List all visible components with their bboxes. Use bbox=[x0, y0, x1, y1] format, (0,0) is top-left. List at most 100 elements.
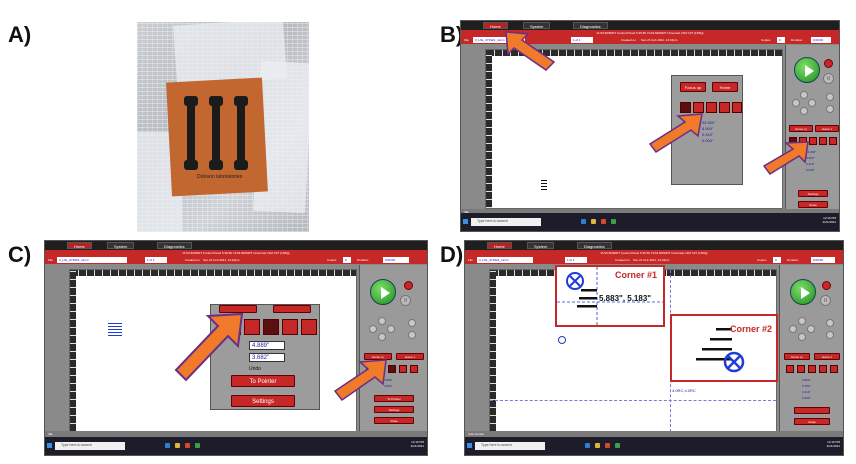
undo-checkbox[interactable]: Undo bbox=[249, 366, 261, 372]
zoom-icon[interactable] bbox=[680, 102, 691, 113]
windows-start-icon[interactable] bbox=[467, 443, 472, 448]
file-name-field[interactable]: 3_LSL_071921_mmm bbox=[57, 257, 127, 263]
tab-home[interactable]: Home bbox=[483, 22, 508, 29]
grid-icon[interactable] bbox=[410, 365, 418, 373]
file-name-field[interactable]: 3_LSL_071921_mmm bbox=[477, 257, 533, 263]
home-button[interactable]: Home bbox=[712, 82, 738, 92]
chrome-icon[interactable] bbox=[615, 443, 620, 448]
close-button[interactable]: Close bbox=[794, 418, 830, 425]
chrome-icon[interactable] bbox=[611, 219, 616, 224]
chrome-icon[interactable] bbox=[195, 443, 200, 448]
jog-right-button[interactable] bbox=[387, 325, 395, 333]
grid-icon[interactable] bbox=[830, 365, 838, 373]
tab-home[interactable]: Home bbox=[67, 242, 92, 249]
copies-field[interactable]: 0 bbox=[343, 257, 351, 263]
home-xy-button[interactable]: Home xy bbox=[364, 353, 392, 360]
explorer-icon[interactable] bbox=[175, 443, 180, 448]
edge-icon[interactable] bbox=[585, 443, 590, 448]
pointer-icon[interactable] bbox=[244, 319, 260, 335]
stop-button[interactable] bbox=[404, 281, 413, 290]
home-z-button[interactable]: Home z bbox=[396, 353, 424, 360]
close-button[interactable]: Close bbox=[374, 417, 414, 424]
settings-button[interactable]: Settings bbox=[231, 395, 295, 407]
tab-diagnostics[interactable]: Diagnostics bbox=[577, 242, 612, 249]
pause-button[interactable]: II bbox=[823, 73, 834, 84]
close-button[interactable]: Close bbox=[798, 201, 828, 208]
grid-icon[interactable] bbox=[829, 137, 837, 145]
focus-up-jog-button[interactable] bbox=[826, 93, 834, 101]
to-pointer-button[interactable]: To Pointer bbox=[231, 375, 295, 387]
pointer-icon[interactable] bbox=[797, 365, 805, 373]
start-button[interactable] bbox=[370, 279, 396, 305]
focus-up-jog-button[interactable] bbox=[408, 319, 416, 327]
origin-icon[interactable] bbox=[819, 365, 827, 373]
jog-down-button[interactable] bbox=[800, 107, 808, 115]
home-xy-button[interactable]: Home xy bbox=[789, 125, 813, 132]
copies-field[interactable]: 0 bbox=[777, 37, 785, 43]
jog-right-button[interactable] bbox=[807, 325, 815, 333]
copies-field[interactable]: 0 bbox=[773, 257, 781, 263]
tab-diagnostics[interactable]: Diagnostics bbox=[573, 22, 608, 29]
pause-button[interactable]: II bbox=[400, 295, 411, 306]
origin-icon[interactable] bbox=[819, 137, 827, 145]
jog-up-button[interactable] bbox=[378, 317, 386, 325]
app-icon[interactable] bbox=[605, 443, 610, 448]
pointer-icon[interactable] bbox=[693, 102, 704, 113]
home-z-button[interactable]: Home z bbox=[814, 353, 840, 360]
stop-button[interactable] bbox=[824, 59, 833, 68]
home-z-button[interactable]: Home z bbox=[815, 125, 839, 132]
page-field[interactable]: 1 of 1 bbox=[145, 257, 167, 263]
focus-down-jog-button[interactable] bbox=[826, 105, 834, 113]
grid-icon[interactable] bbox=[732, 102, 742, 113]
settings-button[interactable]: Settings bbox=[374, 406, 414, 413]
focus-down-jog-button[interactable] bbox=[408, 331, 416, 339]
move-icon[interactable] bbox=[809, 137, 817, 145]
taskbar-search[interactable]: Type here to search bbox=[471, 218, 541, 226]
start-button[interactable] bbox=[794, 57, 820, 83]
jog-left-button[interactable] bbox=[369, 325, 377, 333]
edge-icon[interactable] bbox=[581, 219, 586, 224]
taskbar-search[interactable]: Type here to search bbox=[475, 442, 545, 450]
jog-up-button[interactable] bbox=[800, 91, 808, 99]
job-canvas[interactable]: 4.889" 3.682" Undo To Pointer Settings bbox=[69, 269, 357, 433]
focus-up-button[interactable]: Focus up bbox=[680, 82, 706, 92]
app-icon[interactable] bbox=[185, 443, 190, 448]
explorer-icon[interactable] bbox=[595, 443, 600, 448]
home-button[interactable] bbox=[273, 305, 311, 313]
jog-down-button[interactable] bbox=[798, 333, 806, 341]
move-icon[interactable] bbox=[808, 365, 816, 373]
origin-icon[interactable] bbox=[282, 319, 298, 335]
go-button[interactable] bbox=[794, 407, 830, 414]
tab-system[interactable]: System bbox=[107, 242, 135, 249]
tab-system[interactable]: System bbox=[523, 22, 551, 29]
home-xy-button[interactable]: Home xy bbox=[784, 353, 810, 360]
settings-button[interactable]: Settings bbox=[798, 190, 828, 197]
start-button[interactable] bbox=[790, 279, 816, 305]
origin-icon[interactable] bbox=[399, 365, 407, 373]
to-pointer-button[interactable]: To Pointer bbox=[374, 395, 414, 402]
move-icon[interactable] bbox=[388, 365, 396, 373]
explorer-icon[interactable] bbox=[591, 219, 596, 224]
focus-up-jog-button[interactable] bbox=[826, 319, 834, 327]
page-field[interactable]: 1 of 1 bbox=[571, 37, 593, 43]
windows-start-icon[interactable] bbox=[463, 219, 468, 224]
tab-home[interactable]: Home bbox=[487, 242, 512, 249]
page-field[interactable]: 1 of 1 bbox=[565, 257, 587, 263]
job-canvas[interactable]: Focus up Home 24.900"8.900"0.410"0.000" bbox=[485, 49, 783, 209]
jog-left-button[interactable] bbox=[789, 325, 797, 333]
pause-button[interactable]: II bbox=[820, 295, 831, 306]
jog-up-button[interactable] bbox=[798, 317, 806, 325]
app-icon[interactable] bbox=[601, 219, 606, 224]
jog-left-button[interactable] bbox=[792, 99, 800, 107]
origin-icon[interactable] bbox=[719, 102, 730, 113]
edge-icon[interactable] bbox=[165, 443, 170, 448]
focus-up-button[interactable] bbox=[219, 305, 257, 313]
focus-down-jog-button[interactable] bbox=[826, 331, 834, 339]
zoom-icon[interactable] bbox=[786, 365, 794, 373]
grid-icon[interactable] bbox=[301, 319, 317, 335]
stop-button[interactable] bbox=[822, 281, 831, 290]
y-position-field[interactable]: 3.682" bbox=[249, 353, 285, 362]
tab-diagnostics[interactable]: Diagnostics bbox=[157, 242, 192, 249]
file-name-field[interactable]: 3_LSL_071921_mmm bbox=[473, 37, 525, 43]
x-position-field[interactable]: 4.889" bbox=[249, 341, 285, 350]
